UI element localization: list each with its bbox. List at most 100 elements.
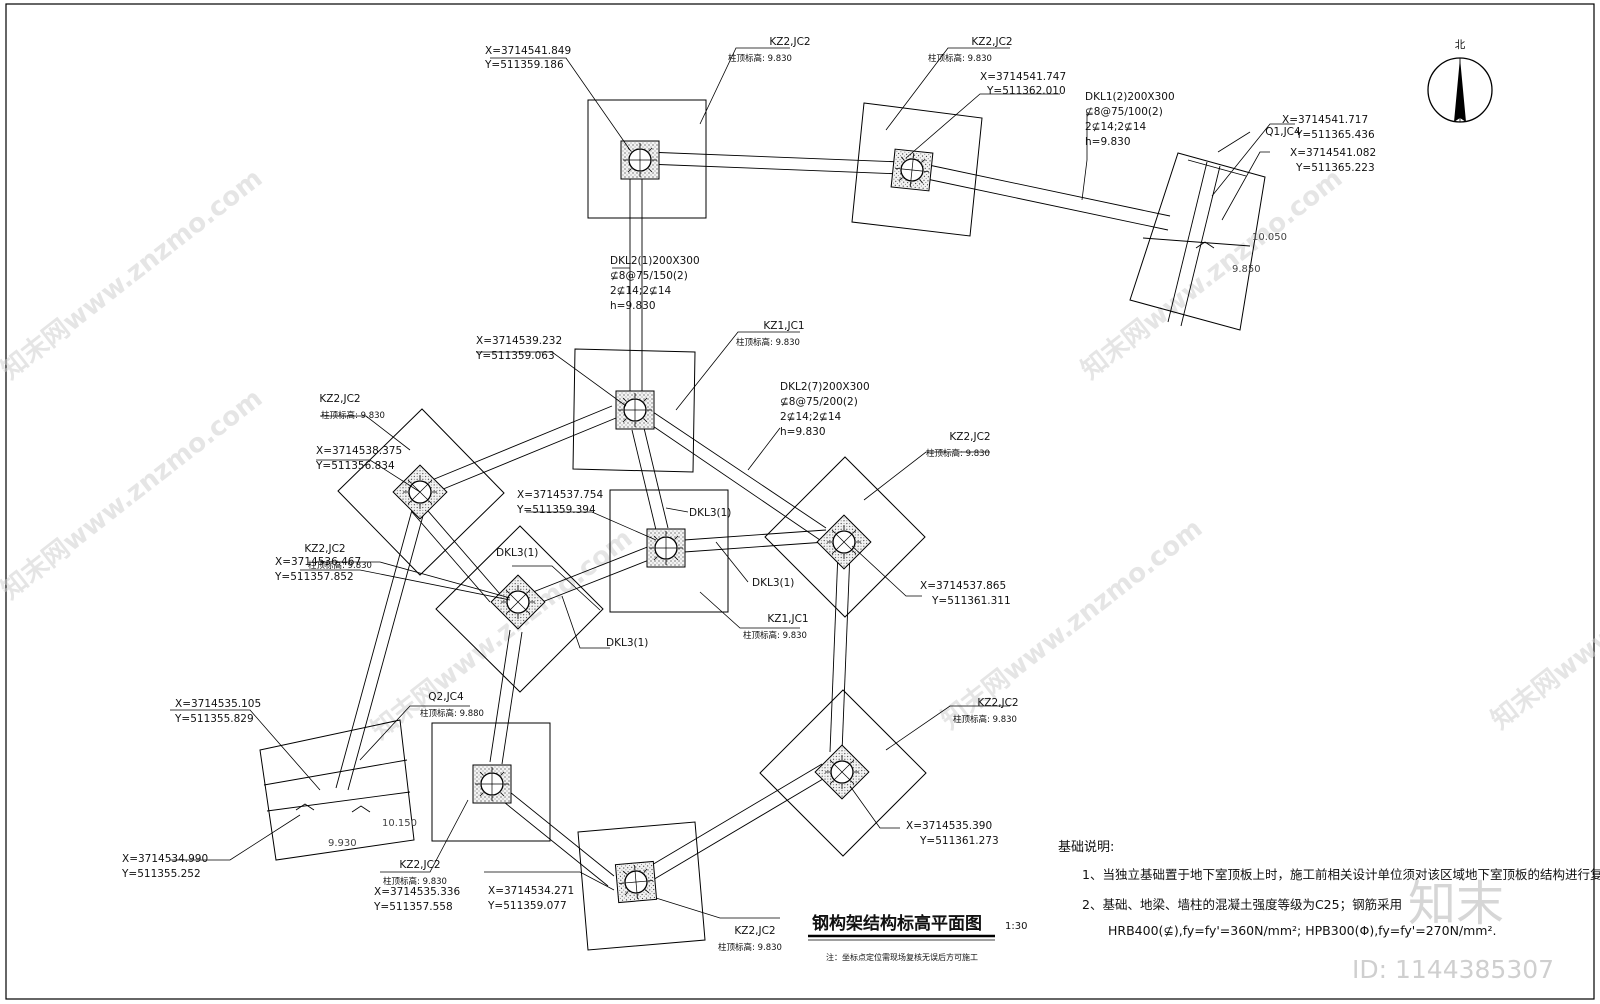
beam-dkl2-s1 [431,405,617,493]
beam-dkl2-s2 [643,409,827,541]
drawing-footnote: 注：坐标点定位需现场复核无误后方可施工 [826,952,978,962]
beam-dkl2-s5 [493,783,615,887]
beam-rebar: 2⊈14;2⊈14 [610,285,672,297]
beam-height: h=9.830 [610,300,656,312]
notes-line-1: 1、当独立基础置于地下室顶板上时，施工前相关设计单位须对该区域地下室顶板的结构进… [1082,867,1600,882]
coord-x: X=3714535.336 [374,886,460,898]
coord-y: Y=511365.436 [1295,129,1375,141]
column-elevation: 柱顶标高: 9.830 [928,53,992,64]
drawing-title: 钢构架结构标高平面图 [812,913,982,934]
column-tag: KZ2,JC2 [399,859,440,871]
beam-height: h=9.830 [780,426,826,438]
column-tag: KZ2,JC2 [304,543,345,555]
watermark-text: 知末网www.znzmo.com [0,163,268,385]
foundation-pad [259,719,415,861]
beam-dkl2-s4 [639,763,829,885]
column-tag: KZ1,JC1 [763,320,804,332]
coord-x: X=3714541.082 [1290,147,1376,159]
coord-x: X=3714541.717 [1282,114,1368,126]
beam-name: DKL2(1)200X300 [610,255,700,267]
coord-x: X=3714539.232 [476,335,562,347]
leader-lines [170,47,1295,919]
wall-details [263,159,1251,813]
foundation-pad [764,456,926,618]
column-tag: KZ2,JC2 [971,36,1012,48]
column-elevation: 柱顶标高: 9.830 [728,53,792,64]
coord-y: Y=511361.273 [919,835,999,847]
beams [335,151,1171,887]
watermark-text: 知末网www.znzmo.com [1486,513,1600,735]
drawing-border [5,3,1595,1000]
foundation-pad [431,722,551,842]
column-tag: KZ2,JC2 [734,925,775,937]
column-symbol [814,744,870,800]
foundation-pad [435,525,604,693]
beam-name: DKL1(2)200X300 [1085,91,1175,103]
beam-annotations: DKL1(2)200X300 ⊈8@75/100(2) 2⊈14;2⊈14 h=… [496,91,1175,649]
column-tag: KZ2,JC2 [769,36,810,48]
watermark-text: 知末网www.znzmo.com [0,383,268,605]
beam-dkl2-s3 [829,551,851,753]
north-label: 北 [1455,39,1466,51]
title-block: 钢构架结构标高平面图 1:30 注：坐标点定位需现场复核无误后方可施工 [808,913,1027,962]
foundation-pad [1129,152,1266,331]
brand-watermark: 知末 ID: 1144385307 [1352,876,1554,984]
general-notes: 基础说明: 1、当独立基础置于地下室顶板上时，施工前相关设计单位须对该区域地下室… [1058,840,1600,938]
column-symbol [615,390,655,430]
foundation-pad [587,99,707,219]
foundation-pad [851,102,983,237]
beam-rebar: 2⊈14;2⊈14 [1085,121,1147,133]
column-elevation: 柱顶标高: 9.830 [743,630,807,641]
column-symbol [472,764,512,804]
watermark-layer: 知末网www.znzmo.com 知末网www.znzmo.com 知末网www… [0,163,1600,745]
coordinates: X=3714541.849 Y=511359.186 X=3714541.747… [121,45,1376,913]
coord-x: X=3714535.105 [175,698,261,710]
beam-dkl2-s7 [411,503,501,603]
coord-x: X=3714537.754 [517,489,603,501]
beam-dkl2-s6 [489,629,523,765]
beam-height: h=9.830 [1085,136,1131,148]
column-elevation: 柱顶标高: 9.830 [736,337,800,348]
column-symbol [816,514,872,570]
beam-name: DKL2(7)200X300 [780,381,870,393]
foundation-pad [337,408,505,576]
column-tag: KZ2,JC2 [949,431,990,443]
coord-y: Y=511356.834 [315,460,395,472]
elevations: 10.050 9.850 10.150 9.930 [328,232,1287,849]
beam-rebar: 2⊈14;2⊈14 [780,411,842,423]
beam-dkl1-segment-2 [921,163,1171,231]
coord-x: X=3714541.747 [980,71,1066,83]
coord-y: Y=511362.010 [986,85,1066,97]
beam-stirrup: ⊈8@75/150(2) [610,270,688,282]
column-elevation: 柱顶标高: 9.830 [383,876,447,887]
coord-y: Y=511365.223 [1295,162,1375,174]
coord-y: Y=511359.063 [475,350,555,362]
coord-y: Y=511357.852 [274,571,354,583]
foundation-pad [609,489,729,613]
notes-title: 基础说明: [1058,840,1114,855]
image-id: ID: 1144385307 [1352,955,1554,984]
beam-name: DKL3(1) [689,507,731,519]
beam-dkl3-a [631,427,669,531]
column-symbol [890,148,934,192]
foundation-pad [577,821,706,951]
brand-logo: 知末 [1408,876,1504,932]
notes-line-2: 2、基础、地梁、墙柱的混凝土强度等级为C25；钢筋采用 [1082,897,1402,912]
column-tag: KZ1,JC1 [767,613,808,625]
column-symbol [620,140,660,180]
coord-x: X=3714536.467 [275,556,361,568]
foundation-pad [759,689,927,857]
column-elevation: 柱顶标高: 9.830 [953,714,1017,725]
wall-tag: Q2,JC4 [428,691,464,703]
elevation-label: 10.150 [382,818,417,829]
coord-y: Y=511357.558 [373,901,453,913]
column-symbol [646,528,686,568]
beam-stirrup: ⊈8@75/200(2) [780,396,858,408]
foundation-pads [259,99,1266,951]
coord-y: Y=511355.252 [121,868,201,880]
wall-elevation: 柱顶标高: 9.880 [420,708,484,719]
notes-line-3: HRB400(⊈),fy=fy'=360N/mm²; HPB300(Φ),fy=… [1108,923,1496,938]
coord-y: Y=511359.186 [484,59,564,71]
coord-x: X=3714537.865 [920,580,1006,592]
